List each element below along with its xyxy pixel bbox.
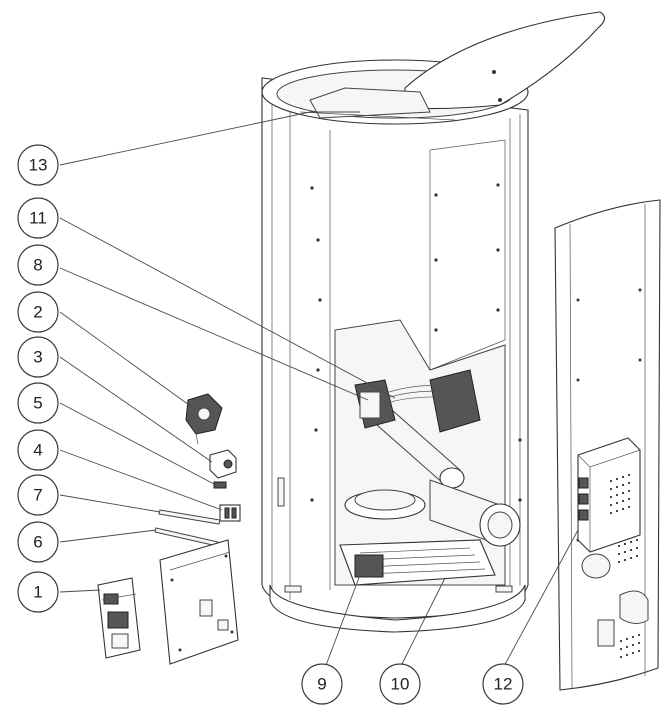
callout-11: 11	[17, 197, 59, 239]
callout-9: 9	[301, 663, 343, 705]
svg-text:13: 13	[29, 156, 48, 175]
svg-text:4: 4	[33, 441, 42, 460]
svg-text:3: 3	[33, 348, 42, 367]
callout-8: 8	[17, 244, 59, 286]
svg-text:5: 5	[33, 394, 42, 413]
leader-lines	[59, 111, 579, 669]
callout-7: 7	[17, 474, 59, 516]
part-board-cover	[159, 539, 239, 665]
callout-10: 10	[379, 663, 421, 705]
svg-text:2: 2	[33, 303, 42, 322]
callout-4: 4	[17, 429, 59, 471]
svg-text:6: 6	[33, 533, 42, 552]
svg-text:7: 7	[33, 486, 42, 505]
callout-3: 3	[17, 336, 59, 378]
callout-6: 6	[17, 521, 59, 563]
svg-text:10: 10	[391, 675, 410, 694]
callout-1: 1	[17, 571, 59, 613]
side-panel	[554, 199, 661, 691]
part-6	[154, 527, 219, 547]
part-5	[213, 481, 227, 489]
svg-text:9: 9	[317, 675, 326, 694]
svg-text:8: 8	[33, 256, 42, 275]
stove-body	[261, 11, 606, 633]
svg-text:1: 1	[33, 583, 42, 602]
part-3	[209, 449, 237, 479]
exploded-parts	[97, 393, 241, 665]
svg-text:12: 12	[494, 675, 513, 694]
svg-text:11: 11	[29, 209, 47, 228]
callout-13: 13	[17, 144, 59, 186]
callout-5: 5	[17, 382, 59, 424]
part-7	[158, 509, 221, 525]
part-4	[219, 504, 241, 522]
part-pressure-switch	[185, 393, 223, 445]
callout-2: 2	[17, 291, 59, 333]
callout-12: 12	[482, 663, 524, 705]
part-electronic-board	[97, 577, 141, 659]
